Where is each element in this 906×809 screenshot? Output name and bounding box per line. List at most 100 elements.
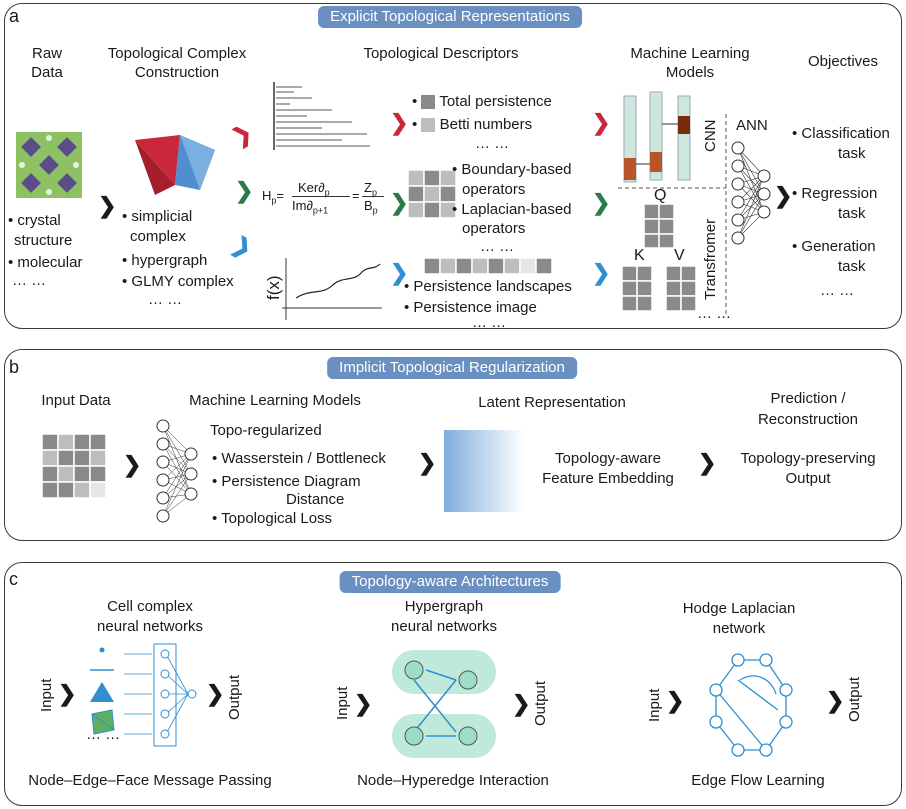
complex-item-3: • hypergraph xyxy=(122,252,208,269)
v-label: V xyxy=(674,247,685,264)
objectives-heading: Objectives xyxy=(807,53,879,70)
betti-numbers: • Betti numbers xyxy=(412,116,533,133)
raw-item-1: • crystal xyxy=(8,212,61,229)
complex-item-4: • GLMY complex xyxy=(122,273,234,290)
panel-c-title: Topology-aware Architectures xyxy=(339,571,561,593)
laplacian-operators: operators xyxy=(462,220,526,237)
panel-b-title: Implicit Topological Regularization xyxy=(327,357,577,379)
blue-arrow-icon-2: ❯ xyxy=(390,260,409,285)
b-arrow-icon-3: ❯ xyxy=(698,450,717,475)
embedding-2: Feature Embedding xyxy=(542,470,674,487)
divider-line xyxy=(618,187,726,189)
green-arrow-icon-2: ❯ xyxy=(390,190,409,215)
row3-dots: … … xyxy=(472,314,507,331)
hodge-arrow-out-icon: ❯ xyxy=(826,688,845,713)
hyper-input-label: Input xyxy=(334,686,351,720)
arrow-icon: ❯ xyxy=(98,193,117,218)
hyper-output-label: Output xyxy=(532,680,549,726)
raw-data-heading-2: Data xyxy=(31,64,63,81)
objectives-dots: … … xyxy=(820,282,855,299)
cnn-label: CNN xyxy=(702,119,719,153)
matrix-icon xyxy=(407,169,457,219)
cell-heading-1: Cell complex xyxy=(107,598,193,615)
ml-heading-1: Machine Learning xyxy=(630,45,750,62)
panel-c-label: c xyxy=(9,569,18,589)
persistence-landscapes: • Persistence landscapes xyxy=(404,278,572,295)
loss-3: • Topological Loss xyxy=(212,510,333,527)
ann-icon xyxy=(731,141,771,245)
red-arrow-icon-2: ❯ xyxy=(390,110,409,135)
descriptors-heading: Topological Descriptors xyxy=(363,45,519,62)
input-data-label: Input Data xyxy=(41,392,111,409)
hypergraph-icon xyxy=(392,650,496,758)
complex-heading-2: Construction xyxy=(134,64,220,81)
boundary-based: • Boundary-based xyxy=(452,161,572,178)
green-arrow-icon-3: ❯ xyxy=(592,190,611,215)
latent-heading: Latent Representation xyxy=(478,394,626,411)
hodge-heading-1: Hodge Laplacian xyxy=(682,600,796,617)
b-arrow-icon-2: ❯ xyxy=(418,450,437,475)
crystal-structure-icon xyxy=(16,132,82,198)
complex-item-2: complex xyxy=(130,228,186,245)
hyper-arrow-in-icon: ❯ xyxy=(354,691,373,716)
output-2: Output xyxy=(785,470,831,487)
cell-dots: … … xyxy=(86,726,121,743)
b-arrow-icon-1: ❯ xyxy=(123,452,142,477)
hyper-caption: Node–Hyperedge Interaction xyxy=(357,772,549,789)
hodge-heading-2: network xyxy=(712,620,766,637)
embedding-1: Topology-aware xyxy=(555,450,661,467)
persistence-image: • Persistence image xyxy=(404,299,537,316)
objective-2: • Regression xyxy=(792,185,878,202)
raw-item-3: • molecular xyxy=(8,254,83,271)
vertical-divider xyxy=(725,114,727,314)
k-label: K xyxy=(634,247,645,264)
b-ml-heading: Machine Learning Models xyxy=(189,392,361,409)
red-arrow-icon-3: ❯ xyxy=(592,110,611,135)
cell-complex-icon xyxy=(90,643,197,747)
ann-label: ANN xyxy=(736,117,768,134)
q-label: Q xyxy=(654,187,667,204)
raw-item-2: structure xyxy=(14,232,73,249)
hodge-input-label: Input xyxy=(646,688,663,722)
boundary-operators: operators xyxy=(462,181,526,198)
loss-1: • Wasserstein / Bottleneck xyxy=(212,450,386,467)
latent-gradient xyxy=(444,430,524,512)
hodge-caption: Edge Flow Learning xyxy=(691,772,825,789)
hyper-heading-1: Hypergraph xyxy=(404,598,484,615)
complex-item-1: • simplicial xyxy=(122,208,193,225)
panel-b-label: b xyxy=(9,357,20,377)
raw-item-dots: … … xyxy=(12,272,47,289)
complex-heading-1: Topological Complex xyxy=(107,45,247,62)
hodge-output-label: Output xyxy=(846,676,863,722)
panel-a-title: Explicit Topological Representations xyxy=(318,6,582,28)
objective-1: • Classification xyxy=(792,125,890,142)
objective-2b: task xyxy=(838,205,866,222)
output-1: Topology-preserving xyxy=(740,450,876,467)
function-plot-icon xyxy=(282,258,382,320)
loss-2: • Persistence Diagram xyxy=(212,473,361,490)
row2-dots: … … xyxy=(480,238,515,255)
laplacian-based: • Laplacian-based xyxy=(452,201,572,218)
objective-3b: task xyxy=(838,258,866,275)
loss-2b: Distance xyxy=(286,491,345,508)
cell-arrow-out-icon: ❯ xyxy=(206,681,225,706)
cell-output-label: Output xyxy=(226,674,243,720)
cell-arrow-in-icon: ❯ xyxy=(58,681,77,706)
kv-matrix-icon xyxy=(621,265,697,312)
objective-3: • Generation xyxy=(792,238,876,255)
fx-label: f(x) xyxy=(264,275,283,300)
row1-dots: … … xyxy=(475,135,510,152)
q-matrix-icon xyxy=(643,203,675,249)
barcode-icon xyxy=(273,82,370,150)
cnn-icon xyxy=(623,91,691,183)
total-persistence: • Total persistence xyxy=(412,93,552,110)
input-matrix-icon xyxy=(41,433,107,499)
cell-heading-2: neural networks xyxy=(97,618,203,635)
hyper-heading-2: neural networks xyxy=(391,618,497,635)
b-ann-icon xyxy=(156,419,198,523)
complex-item-dots: … … xyxy=(148,291,183,308)
objective-1b: task xyxy=(838,145,866,162)
raw-data-heading-1: Raw xyxy=(31,45,63,62)
hodge-arrow-in-icon: ❯ xyxy=(666,688,685,713)
simplicial-complex-icon xyxy=(135,135,215,195)
